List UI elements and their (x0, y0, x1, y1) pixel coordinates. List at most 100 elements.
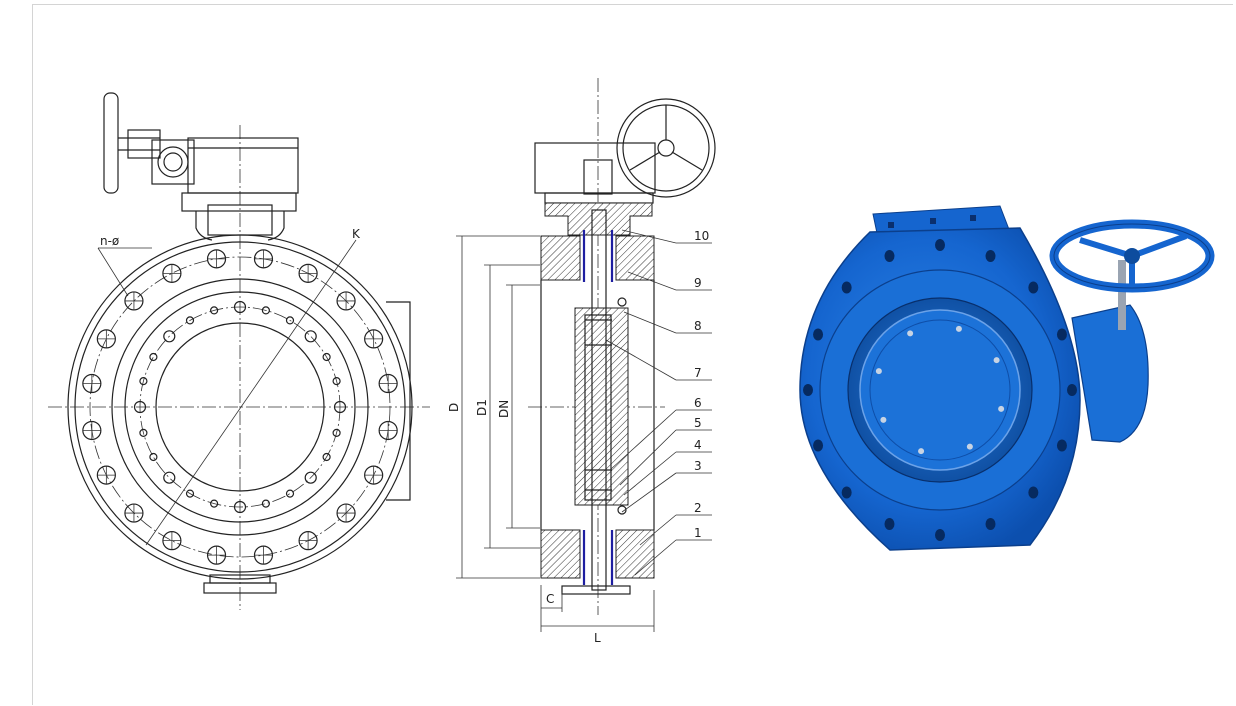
dim-L: L (540, 590, 655, 645)
photo-bolt-hole (1028, 281, 1039, 294)
inner-bolt-hole (304, 471, 317, 484)
inner-bolt-hole (210, 499, 219, 508)
inner-bolt-hole (333, 400, 347, 414)
inner-bolt-hole (261, 499, 270, 508)
section-seat-liner (582, 230, 614, 585)
section-upper-left-flange (540, 235, 581, 281)
photo-bolt-holes (803, 239, 1077, 541)
photo-bolt-hole (803, 384, 813, 396)
photo-disc-bolt (880, 416, 887, 423)
photo-disc-bolt (998, 405, 1005, 412)
photo-bolt-hole (1028, 486, 1039, 499)
section-lower-right-flange (615, 529, 655, 579)
dim-D1: D1 (475, 264, 540, 549)
inner-bolt-hole (261, 306, 270, 315)
inner-bolt-hole (233, 500, 247, 514)
section-gearbox (534, 142, 656, 204)
photo-bolt-hole (935, 239, 945, 251)
photo-bolt-hole (1067, 384, 1077, 396)
inner-bolt-hole (233, 300, 247, 314)
photo-disc-bolt (907, 330, 914, 337)
photo-bolt-hole (841, 486, 852, 499)
holes-leader (97, 247, 152, 297)
front-inner-bolt-holes (133, 300, 347, 514)
photo-bolt-hole (813, 439, 824, 452)
front-flange-rim (74, 241, 406, 573)
photo-bolt-hole (1056, 328, 1067, 341)
part-number-5: 5 (694, 416, 702, 430)
part-number-3: 3 (694, 459, 702, 473)
dim-D1-label: D1 (475, 399, 489, 416)
photo-disc-bolt (875, 368, 882, 375)
inner-bolt-hole (332, 377, 341, 386)
inner-bolt-hole (285, 316, 295, 325)
section-handwheel (616, 98, 716, 198)
front-bolt-circle (89, 256, 391, 558)
front-bore (155, 322, 325, 492)
part-number-10: 10 (694, 229, 709, 243)
inner-bolt-hole (210, 306, 219, 315)
dim-D: D (447, 235, 540, 579)
part-number-2: 2 (694, 501, 702, 515)
inner-bolt-hole (332, 428, 341, 437)
photo-bolt-hole (841, 281, 852, 294)
holes-label: n-ø (100, 234, 119, 248)
front-view: K n-ø (48, 92, 430, 610)
inner-bolt-hole (149, 452, 158, 462)
front-bottom-foot (203, 574, 277, 594)
part-number-9: 9 (694, 276, 702, 290)
inner-bolt-hole (322, 452, 331, 462)
photo-bolt-hole (884, 517, 895, 530)
section-bonnet (544, 202, 653, 236)
dim-D-label: D (447, 403, 461, 412)
valve-product-image (799, 205, 1215, 551)
inner-bolt-hole (185, 316, 195, 325)
photo-disc-bolts (875, 325, 1005, 455)
photo-disc-bolt (993, 357, 1000, 364)
section-disc (574, 307, 629, 506)
inner-bolt-hole (139, 428, 148, 437)
dim-C-label: C (546, 592, 554, 606)
section-stem (591, 209, 607, 591)
section-view: D D1 DN C L 10 9 8 7 6 5 4 3 2 1 (447, 78, 716, 645)
front-outer-bolt-holes (82, 249, 398, 565)
section-upper-right-flange (615, 235, 655, 281)
part-number-leaders: 10 9 8 7 6 5 4 3 2 1 (605, 229, 712, 576)
dim-C: C (540, 585, 563, 612)
photo-bolt-hole (1056, 439, 1067, 452)
photo-bolt-hole (985, 250, 996, 263)
front-raised-face (111, 278, 369, 536)
inner-bolt-hole (322, 352, 331, 362)
part-number-4: 4 (694, 438, 702, 452)
front-side-lug (386, 301, 411, 501)
inner-bolt-hole (185, 489, 195, 498)
front-inner-face (124, 291, 356, 523)
photo-bolt-hole (985, 517, 996, 530)
inner-bolt-hole (139, 377, 148, 386)
inner-bolt-hole (285, 489, 295, 498)
inner-bolt-hole (163, 330, 176, 343)
section-bottom-cover (561, 585, 631, 595)
dim-DN: DN (497, 284, 540, 529)
inner-bolt-hole (304, 330, 317, 343)
photo-disc-bolt (955, 325, 962, 332)
front-inner-bolt-circle (139, 306, 341, 508)
k-label: K (352, 227, 361, 241)
front-handwheel-assembly (103, 92, 299, 241)
photo-bolt-hole (813, 328, 824, 341)
k-diameter-line (145, 239, 357, 546)
photo-disc-bolt (966, 443, 973, 450)
part-number-1: 1 (694, 526, 702, 540)
part-number-6: 6 (694, 396, 702, 410)
part-number-8: 8 (694, 319, 702, 333)
photo-bolt-hole (935, 529, 945, 541)
section-lower-left-flange (540, 529, 581, 579)
dim-DN-label: DN (497, 400, 511, 418)
inner-bolt-hole (149, 352, 158, 362)
photo-bolt-hole (884, 250, 895, 263)
inner-bolt-hole (163, 471, 176, 484)
drawing-frame (32, 4, 1233, 705)
part-number-7: 7 (694, 366, 702, 380)
photo-disc-bolt (918, 448, 925, 455)
